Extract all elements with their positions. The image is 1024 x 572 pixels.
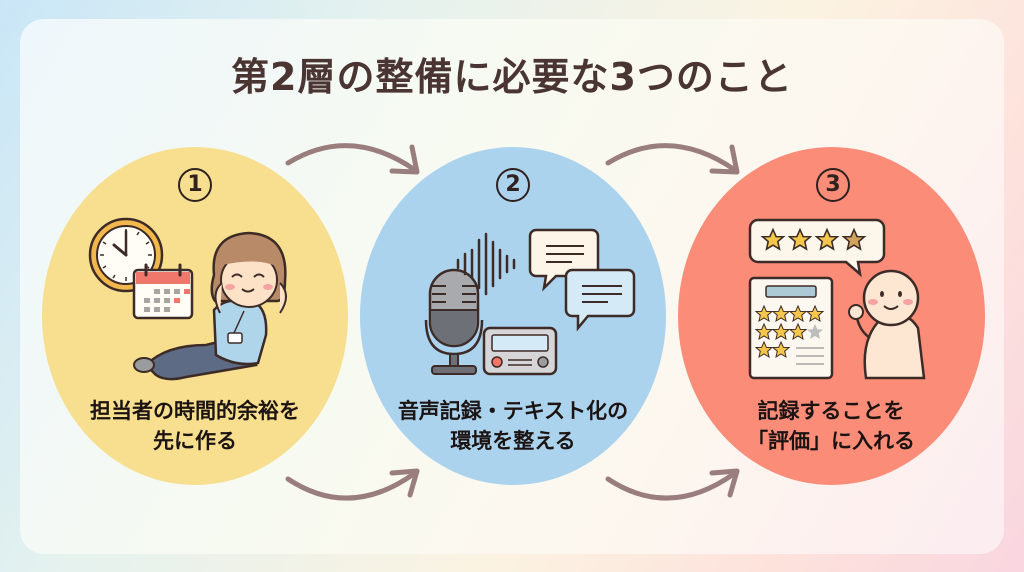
step-3-number: 3 bbox=[816, 168, 850, 202]
evaluation-icon bbox=[748, 218, 926, 380]
star-rating-bubble-icon bbox=[748, 218, 886, 278]
arrow-2-to-3-top-icon bbox=[605, 143, 740, 175]
step-3-label-line1: 記録することを bbox=[757, 399, 905, 423]
step-2-label-line1: 音声記録・テキスト化の bbox=[397, 399, 629, 423]
step-2-number: 2 bbox=[496, 168, 530, 202]
step-3-label: 記録することを 「評価」に入れる bbox=[681, 396, 981, 456]
evaluation-sheet-icon bbox=[748, 276, 834, 380]
speech-bubble-icon bbox=[528, 228, 636, 332]
step-1-label: 担当者の時間的余裕を 先に作る bbox=[45, 396, 345, 456]
step-2-label: 音声記録・テキスト化の 環境を整える bbox=[363, 396, 663, 456]
step-1-circle bbox=[42, 147, 348, 485]
arrow-1-to-2-top-icon bbox=[285, 143, 420, 175]
step-1-number: 1 bbox=[178, 168, 212, 202]
step-1-label-line1: 担当者の時間的余裕を bbox=[90, 399, 300, 423]
step-3-label-line2: 「評価」に入れる bbox=[747, 429, 915, 453]
relaxing-employee-icon bbox=[88, 217, 287, 381]
step-2-label-line2: 環境を整える bbox=[450, 429, 576, 453]
voice-recording-icon bbox=[424, 228, 636, 376]
recorder-icon bbox=[482, 326, 558, 376]
page-title: 第2層の整備に必要な3つのこと bbox=[231, 55, 793, 99]
sound-wave-icon bbox=[456, 232, 516, 296]
microphone-icon bbox=[424, 268, 484, 375]
calendar-icon bbox=[132, 263, 194, 320]
arrow-2-to-3-bottom-icon bbox=[605, 468, 740, 501]
person-icon bbox=[848, 269, 926, 380]
person-icon bbox=[133, 231, 287, 381]
arrow-1-to-2-bottom-icon bbox=[285, 468, 420, 501]
clock-icon bbox=[88, 217, 164, 293]
step-1-label-line2: 先に作る bbox=[153, 429, 237, 453]
